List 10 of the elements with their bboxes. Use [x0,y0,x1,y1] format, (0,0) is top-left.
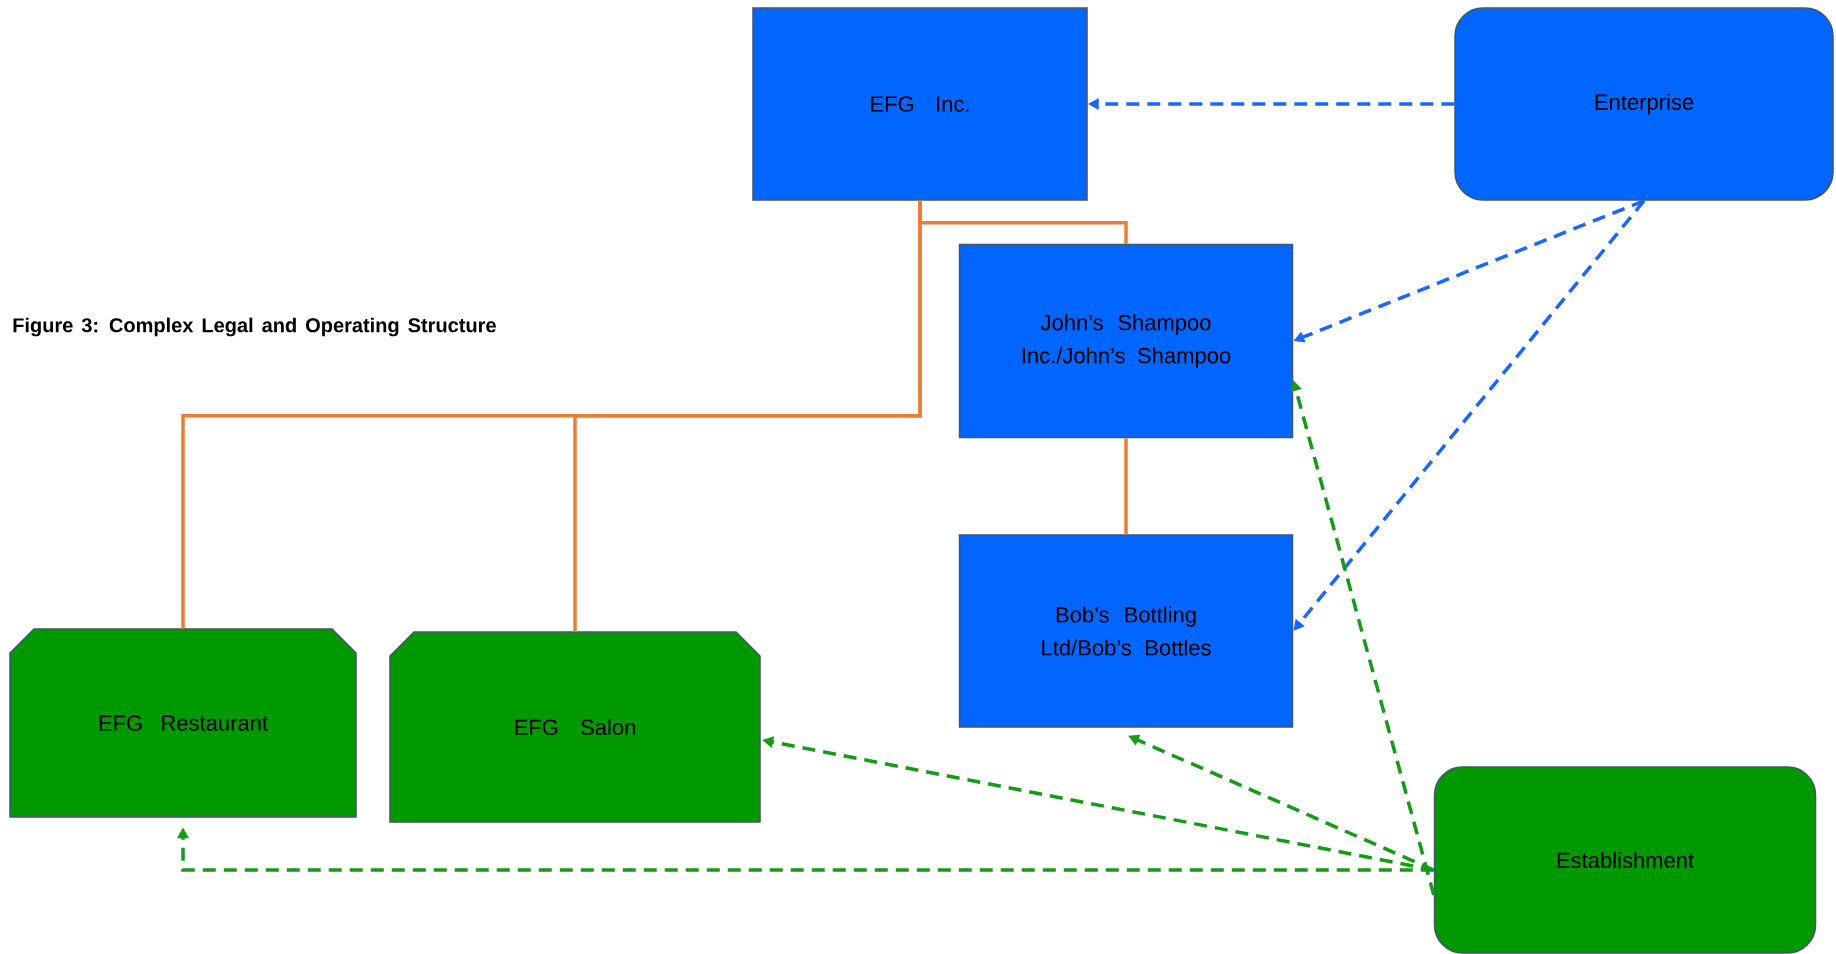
connector-line [573,200,922,632]
rounded-box: Establishment [1433,766,1817,954]
connector-line [1124,438,1128,535]
process-box: Bob’s Bottling Ltd/Bob’s Bottles [958,534,1294,728]
cut-corner-box: EFG Restaurant [9,628,357,818]
process-box: EFG Inc. [752,7,1088,201]
process-box: John’s Shampoo Inc./John’s Shampoo [958,243,1294,439]
figure-title: Figure 3: Complex Legal and Operating Structure [13,317,496,337]
rounded-box: Enterprise [1454,7,1834,201]
cut-corner-box: EFG Salon [389,631,761,823]
